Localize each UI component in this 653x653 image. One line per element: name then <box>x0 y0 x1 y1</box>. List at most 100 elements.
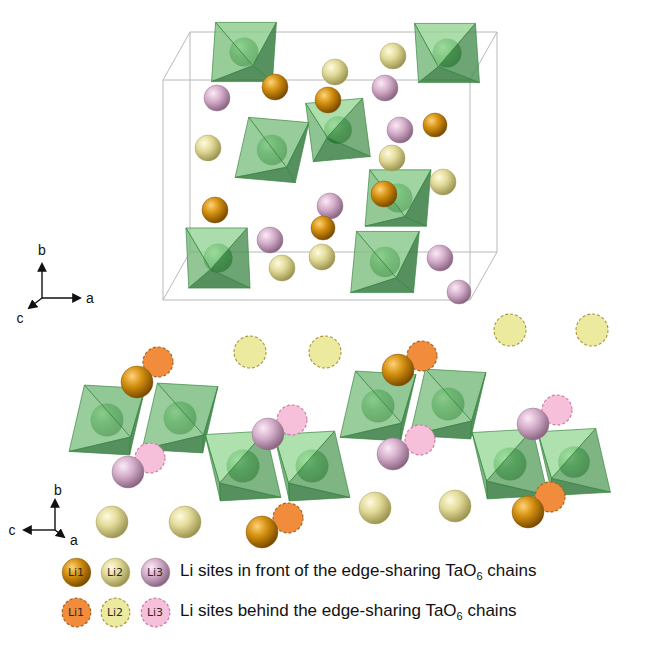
sample-circle <box>101 558 130 587</box>
site-label: Li3 <box>147 606 163 619</box>
tao6-octahedron <box>212 22 277 81</box>
site-label: Li1 <box>68 566 84 579</box>
tao6-octahedron <box>365 170 431 226</box>
axis-arrow <box>24 529 55 530</box>
li-site-sample: Li2 <box>100 557 131 588</box>
axis-label: c <box>9 522 16 538</box>
li-atom <box>576 314 608 346</box>
li-atom <box>380 43 406 69</box>
octahedron-face <box>365 217 426 227</box>
li-atom <box>517 408 549 440</box>
octahedron-face <box>235 117 286 177</box>
axis-arrow <box>42 297 80 298</box>
axis-label: a <box>70 532 78 548</box>
li-atom <box>246 516 278 548</box>
crystal-structure <box>69 22 610 548</box>
octahedron-face <box>405 170 431 226</box>
octahedra <box>69 22 610 501</box>
site-label: Li3 <box>147 566 163 579</box>
tao6-octahedron <box>235 117 309 182</box>
li-atom <box>372 75 398 101</box>
li-atom <box>371 181 397 207</box>
li-atom <box>269 255 295 281</box>
li-atom <box>252 418 284 450</box>
li-spheres <box>96 43 608 548</box>
octahedron-face <box>189 269 250 288</box>
li-atom <box>262 74 288 100</box>
octahedron-face <box>419 67 480 83</box>
octahedron-face <box>313 137 370 161</box>
legend-text: Li sites behind the edge-sharing TaO6 ch… <box>180 601 517 622</box>
li-atom <box>317 193 343 219</box>
cell-edge <box>470 80 471 300</box>
axis-label: a <box>86 290 94 306</box>
li-atom <box>234 336 266 368</box>
tao6-octahedron <box>142 383 218 453</box>
li-site-sample: Li1 <box>61 597 92 628</box>
li-atom <box>427 245 453 271</box>
li-atom <box>405 425 435 455</box>
octahedron-face <box>351 278 414 293</box>
li-atom <box>439 490 471 522</box>
li-atom <box>322 59 348 85</box>
octahedron-face <box>205 435 220 501</box>
axis-arrow <box>41 264 42 298</box>
li-atom <box>315 87 341 113</box>
axis-arrow <box>29 298 42 308</box>
li-atom <box>257 227 283 253</box>
axis-arrow <box>55 530 64 537</box>
li-atom <box>311 216 335 240</box>
cell-edge <box>163 300 470 301</box>
axis-arrows <box>24 264 80 537</box>
li-atom <box>382 354 414 386</box>
axis-label: b <box>38 242 46 258</box>
li-atom <box>379 145 405 171</box>
cell-edge <box>163 32 190 80</box>
site-label: Li1 <box>68 606 84 619</box>
li-atom <box>204 85 230 111</box>
octahedron-face <box>235 167 295 182</box>
li-site-sample: Li3 <box>140 597 171 628</box>
axis-arrow <box>54 500 55 530</box>
li-atom <box>377 438 409 470</box>
li-atom <box>359 492 391 524</box>
site-label: Li2 <box>107 606 123 619</box>
li-atom <box>430 169 456 195</box>
li-site-sample: Li1 <box>61 557 92 588</box>
tao6-octahedron <box>351 231 420 292</box>
li-atom <box>202 197 228 223</box>
sample-circle <box>141 558 170 587</box>
li-atom <box>512 496 544 528</box>
li-atom <box>195 135 221 161</box>
li-atom <box>423 113 447 137</box>
li-atom <box>387 117 413 143</box>
sample-circle <box>62 598 91 627</box>
sample-circle <box>62 558 91 587</box>
tao6-octahedron <box>274 431 350 501</box>
axis-label: c <box>17 310 24 326</box>
li-atom <box>112 456 144 488</box>
cell-edge <box>470 252 497 300</box>
sample-circle <box>141 598 170 627</box>
cell-edge <box>190 32 191 252</box>
octahedron-face <box>471 373 486 439</box>
cell-edge <box>163 252 190 300</box>
li-atom <box>494 314 526 346</box>
sample-circle <box>101 598 130 627</box>
tao6-octahedron <box>186 228 250 288</box>
li-atom <box>169 506 201 538</box>
axis-label: b <box>54 482 62 498</box>
octahedron-face <box>220 483 281 501</box>
li-atom <box>121 366 153 398</box>
cell-edge <box>497 32 498 252</box>
tao6-octahedron <box>415 23 480 82</box>
octahedron-face <box>212 66 273 82</box>
octahedron-face <box>69 437 130 455</box>
li-atom <box>447 280 471 304</box>
li-site-sample: Li3 <box>140 557 171 588</box>
li-atom <box>96 506 128 538</box>
octahedron-face <box>289 483 350 501</box>
legend-text: Li sites in front of the edge-sharing Ta… <box>180 561 536 582</box>
